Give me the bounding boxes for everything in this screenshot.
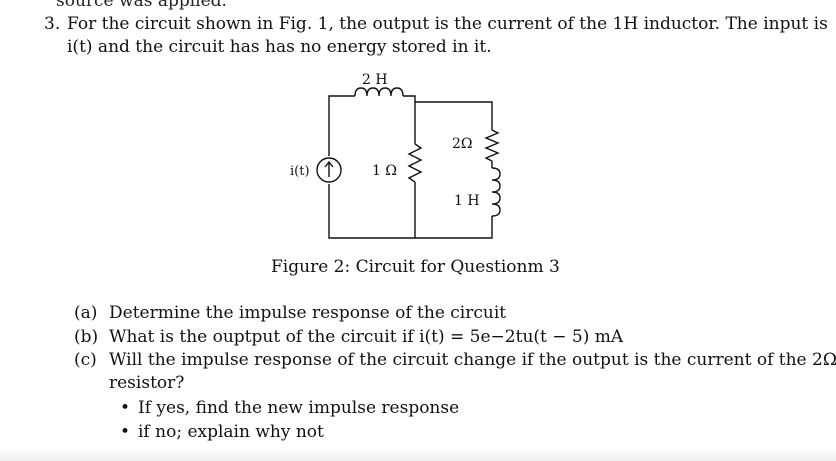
part-b-text: What is the ouptput of the circuit if i(…: [109, 327, 624, 347]
bullet-dot-icon: •: [120, 422, 131, 442]
source-label: i(t): [290, 164, 310, 179]
question-number: 3.: [44, 14, 61, 34]
part-a-label: (a): [74, 303, 98, 323]
resistor-1ohm-label: 1 Ω: [372, 163, 397, 179]
part-c-text: Will the impulse response of the circuit…: [109, 350, 836, 370]
part-b-label: (b): [74, 327, 99, 347]
page-bottom-edge: [0, 447, 836, 461]
part-a-text: Determine the impulse response of the ci…: [109, 303, 507, 323]
question-text-line-2: i(t) and the circuit has has no energy s…: [67, 37, 492, 57]
inductor-1h-label: 1 H: [454, 193, 480, 209]
resistor-2ohm-label: 2Ω: [452, 136, 473, 152]
bullet-yes-text: If yes, find the new impulse response: [138, 398, 460, 418]
inductor-1h-coils: [491, 167, 501, 217]
circuit-diagram: i(t) 2 H 1 Ω 2Ω 1 H: [290, 72, 501, 239]
inductor-2h-coils: [354, 87, 404, 97]
cutoff-previous-line: source was applied.: [56, 0, 227, 11]
current-source-circle: [316, 157, 342, 183]
resistor-2ohm-zigzag: [484, 129, 500, 162]
question-text-line-1: For the circuit shown in Fig. 1, the out…: [67, 14, 828, 34]
resistor-1ohm-zigzag: [407, 143, 423, 183]
part-c-continuation-text: resistor?: [109, 373, 185, 393]
inductor-2h-label: 2 H: [362, 72, 388, 88]
part-c-label: (c): [74, 350, 97, 370]
bullet-dot-icon: •: [120, 398, 131, 418]
figure-caption: Figure 2: Circuit for Questionm 3: [271, 257, 560, 277]
bullet-no-text: if no; explain why not: [138, 422, 324, 442]
